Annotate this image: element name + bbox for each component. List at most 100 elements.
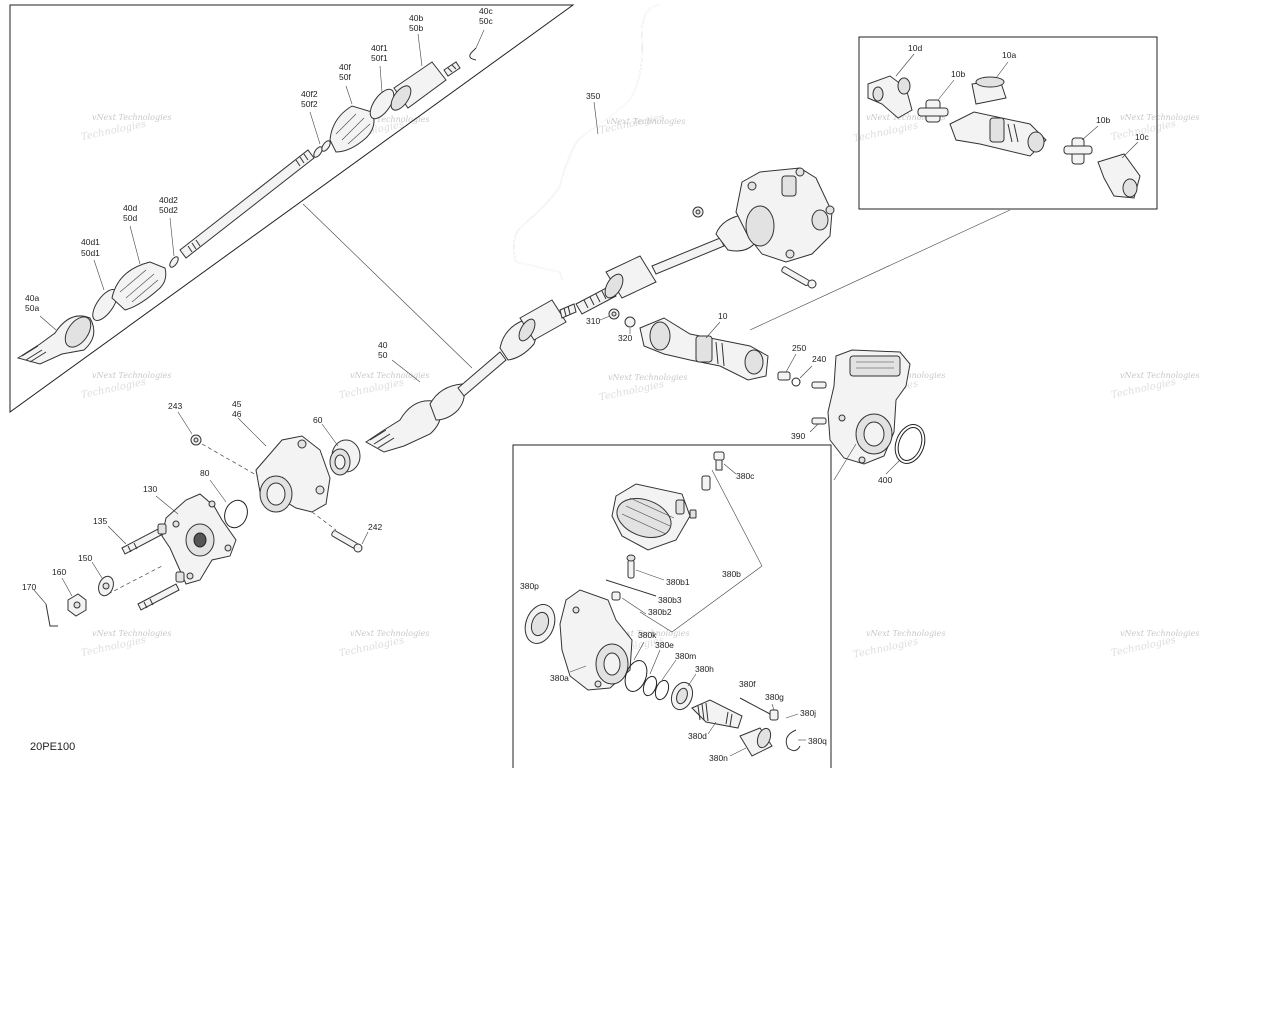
oil-seal: 380p bbox=[520, 581, 556, 644]
label-40f: 40f bbox=[339, 62, 351, 72]
svg-text:vNext Technologies: vNext Technologies bbox=[92, 629, 171, 638]
o-ring bbox=[894, 424, 926, 464]
label-40: 40 bbox=[378, 340, 388, 350]
svg-text:vNext Technologies: vNext Technologies bbox=[606, 117, 685, 126]
washer bbox=[791, 377, 801, 387]
bolt bbox=[777, 371, 791, 381]
label-320: 320 bbox=[618, 333, 632, 343]
label-50: 50 bbox=[378, 350, 388, 360]
small-clamp bbox=[321, 140, 331, 152]
yoke bbox=[867, 75, 913, 119]
bolt bbox=[811, 381, 827, 389]
bushing: 380b2 bbox=[611, 591, 672, 617]
label-380j: 380j bbox=[800, 708, 816, 718]
label-250: 250 bbox=[792, 343, 806, 353]
driveshaft-detail-inset: 40a 50a 40d1 50d1 40d 50d 40d2 50d2 40f2… bbox=[9, 4, 575, 413]
nut bbox=[624, 316, 636, 328]
label-10: 10 bbox=[718, 311, 728, 321]
label-10b: 10b bbox=[1096, 115, 1110, 125]
watermark: Technologies vNext Technologies bbox=[598, 373, 687, 404]
svg-text:Technologies: Technologies bbox=[852, 120, 919, 145]
bearing-cup bbox=[971, 76, 1007, 105]
label-40f2: 40f2 bbox=[301, 89, 318, 99]
bolt bbox=[811, 417, 827, 425]
label-170: 170 bbox=[22, 582, 36, 592]
output-shaft: 380d bbox=[688, 699, 743, 741]
svg-text:Technologies: Technologies bbox=[598, 379, 665, 404]
label-10c: 10c bbox=[1135, 132, 1149, 142]
coupling-sleeve: 380n bbox=[709, 727, 773, 763]
label-40d1: 40d1 bbox=[81, 237, 100, 247]
svg-text:vNext Technologies: vNext Technologies bbox=[610, 629, 689, 638]
propeller-shaft: 10 310 320 bbox=[586, 308, 769, 381]
label-380p: 380p bbox=[520, 581, 539, 591]
slip-joint bbox=[949, 111, 1047, 157]
label-50c: 50c bbox=[479, 16, 493, 26]
watermark: Technologies vNext Technologies bbox=[338, 371, 429, 402]
label-380n: 380n bbox=[709, 753, 728, 763]
label-46: 46 bbox=[232, 409, 242, 419]
front-half-shaft bbox=[575, 213, 759, 315]
castle-nut: 243 bbox=[168, 401, 259, 477]
svg-text:vNext Technologies: vNext Technologies bbox=[1120, 371, 1199, 380]
label-380a: 380a bbox=[550, 673, 569, 683]
inner-cv-housing bbox=[390, 61, 461, 111]
watermark: Technologies vNext Technologies bbox=[1110, 371, 1199, 401]
universal-joint-cross bbox=[917, 99, 949, 123]
retaining-ring: 80 bbox=[200, 468, 248, 529]
inset-frame bbox=[858, 36, 1158, 210]
svg-text:vNext Technologies: vNext Technologies bbox=[350, 629, 429, 638]
snap-ring: 380k 380e 380m bbox=[624, 630, 696, 701]
universal-joint-cross bbox=[1063, 137, 1093, 165]
propshaft-detail-inset: 10d 10a 10b 10b 10c bbox=[749, 36, 1158, 331]
retaining-clip: 380q bbox=[785, 729, 827, 752]
watermark: Technologies vNext Technologies bbox=[80, 371, 171, 401]
svg-text:Technologies: Technologies bbox=[338, 377, 405, 402]
svg-text:Technologies: Technologies bbox=[1110, 635, 1177, 660]
svg-text:Technologies: Technologies bbox=[80, 377, 147, 402]
label-50f2: 50f2 bbox=[301, 99, 318, 109]
bleed-screw: 380c bbox=[701, 451, 755, 491]
svg-text:vNext Technologies: vNext Technologies bbox=[92, 113, 171, 122]
label-240: 240 bbox=[812, 354, 826, 364]
label-10a: 10a bbox=[1002, 50, 1016, 60]
label-10b: 10b bbox=[951, 69, 965, 79]
gearbox-case: 380a bbox=[550, 589, 633, 691]
label-10d: 10d bbox=[908, 43, 922, 53]
label-380h: 380h bbox=[695, 664, 714, 674]
clip: 380j bbox=[785, 708, 816, 719]
plunger: 380b1 bbox=[626, 554, 690, 587]
label-50a: 50a bbox=[25, 303, 39, 313]
label-380b1: 380b1 bbox=[666, 577, 690, 587]
outer-cv-joint bbox=[16, 315, 95, 365]
drive-shaft-assembly: 40 50 bbox=[365, 299, 577, 453]
watermark: Technologies vNext Technologies bbox=[852, 629, 945, 661]
inset-callout-line bbox=[833, 443, 857, 481]
circlip bbox=[469, 47, 477, 61]
gearbox-housing: 250 240 390 400 bbox=[777, 343, 926, 485]
label-242: 242 bbox=[368, 522, 382, 532]
watermark-group: Technologies vNext Technologies Technolo… bbox=[80, 112, 1199, 661]
watermark: Technologies vNext Technologies bbox=[1110, 629, 1199, 659]
small-clamp bbox=[313, 146, 323, 158]
inner-boot bbox=[329, 105, 375, 153]
inset-shaft bbox=[179, 149, 315, 259]
gearbox-detail-inset: 380c 380b 380b1 380b3 bbox=[512, 444, 832, 768]
label-380f: 380f bbox=[739, 679, 756, 689]
label-380k: 380k bbox=[638, 630, 657, 640]
inset-callout-line bbox=[749, 209, 1011, 331]
label-380b2: 380b2 bbox=[648, 607, 672, 617]
label-40c: 40c bbox=[479, 6, 493, 16]
svg-text:vNext Technologies: vNext Technologies bbox=[350, 115, 429, 124]
front-differential bbox=[692, 167, 835, 289]
label-380q: 380q bbox=[808, 736, 827, 746]
steering-knuckle: 45 46 bbox=[232, 399, 331, 513]
cotter-pin: 170 bbox=[22, 582, 58, 627]
spring: 380g bbox=[765, 692, 784, 721]
label-390: 390 bbox=[791, 431, 805, 441]
svg-text:Technologies: Technologies bbox=[852, 636, 919, 661]
svg-text:vNext Technologies: vNext Technologies bbox=[1120, 113, 1199, 122]
label-310: 310 bbox=[586, 316, 600, 326]
label-50d2: 50d2 bbox=[159, 205, 178, 215]
label-50f1: 50f1 bbox=[371, 53, 388, 63]
